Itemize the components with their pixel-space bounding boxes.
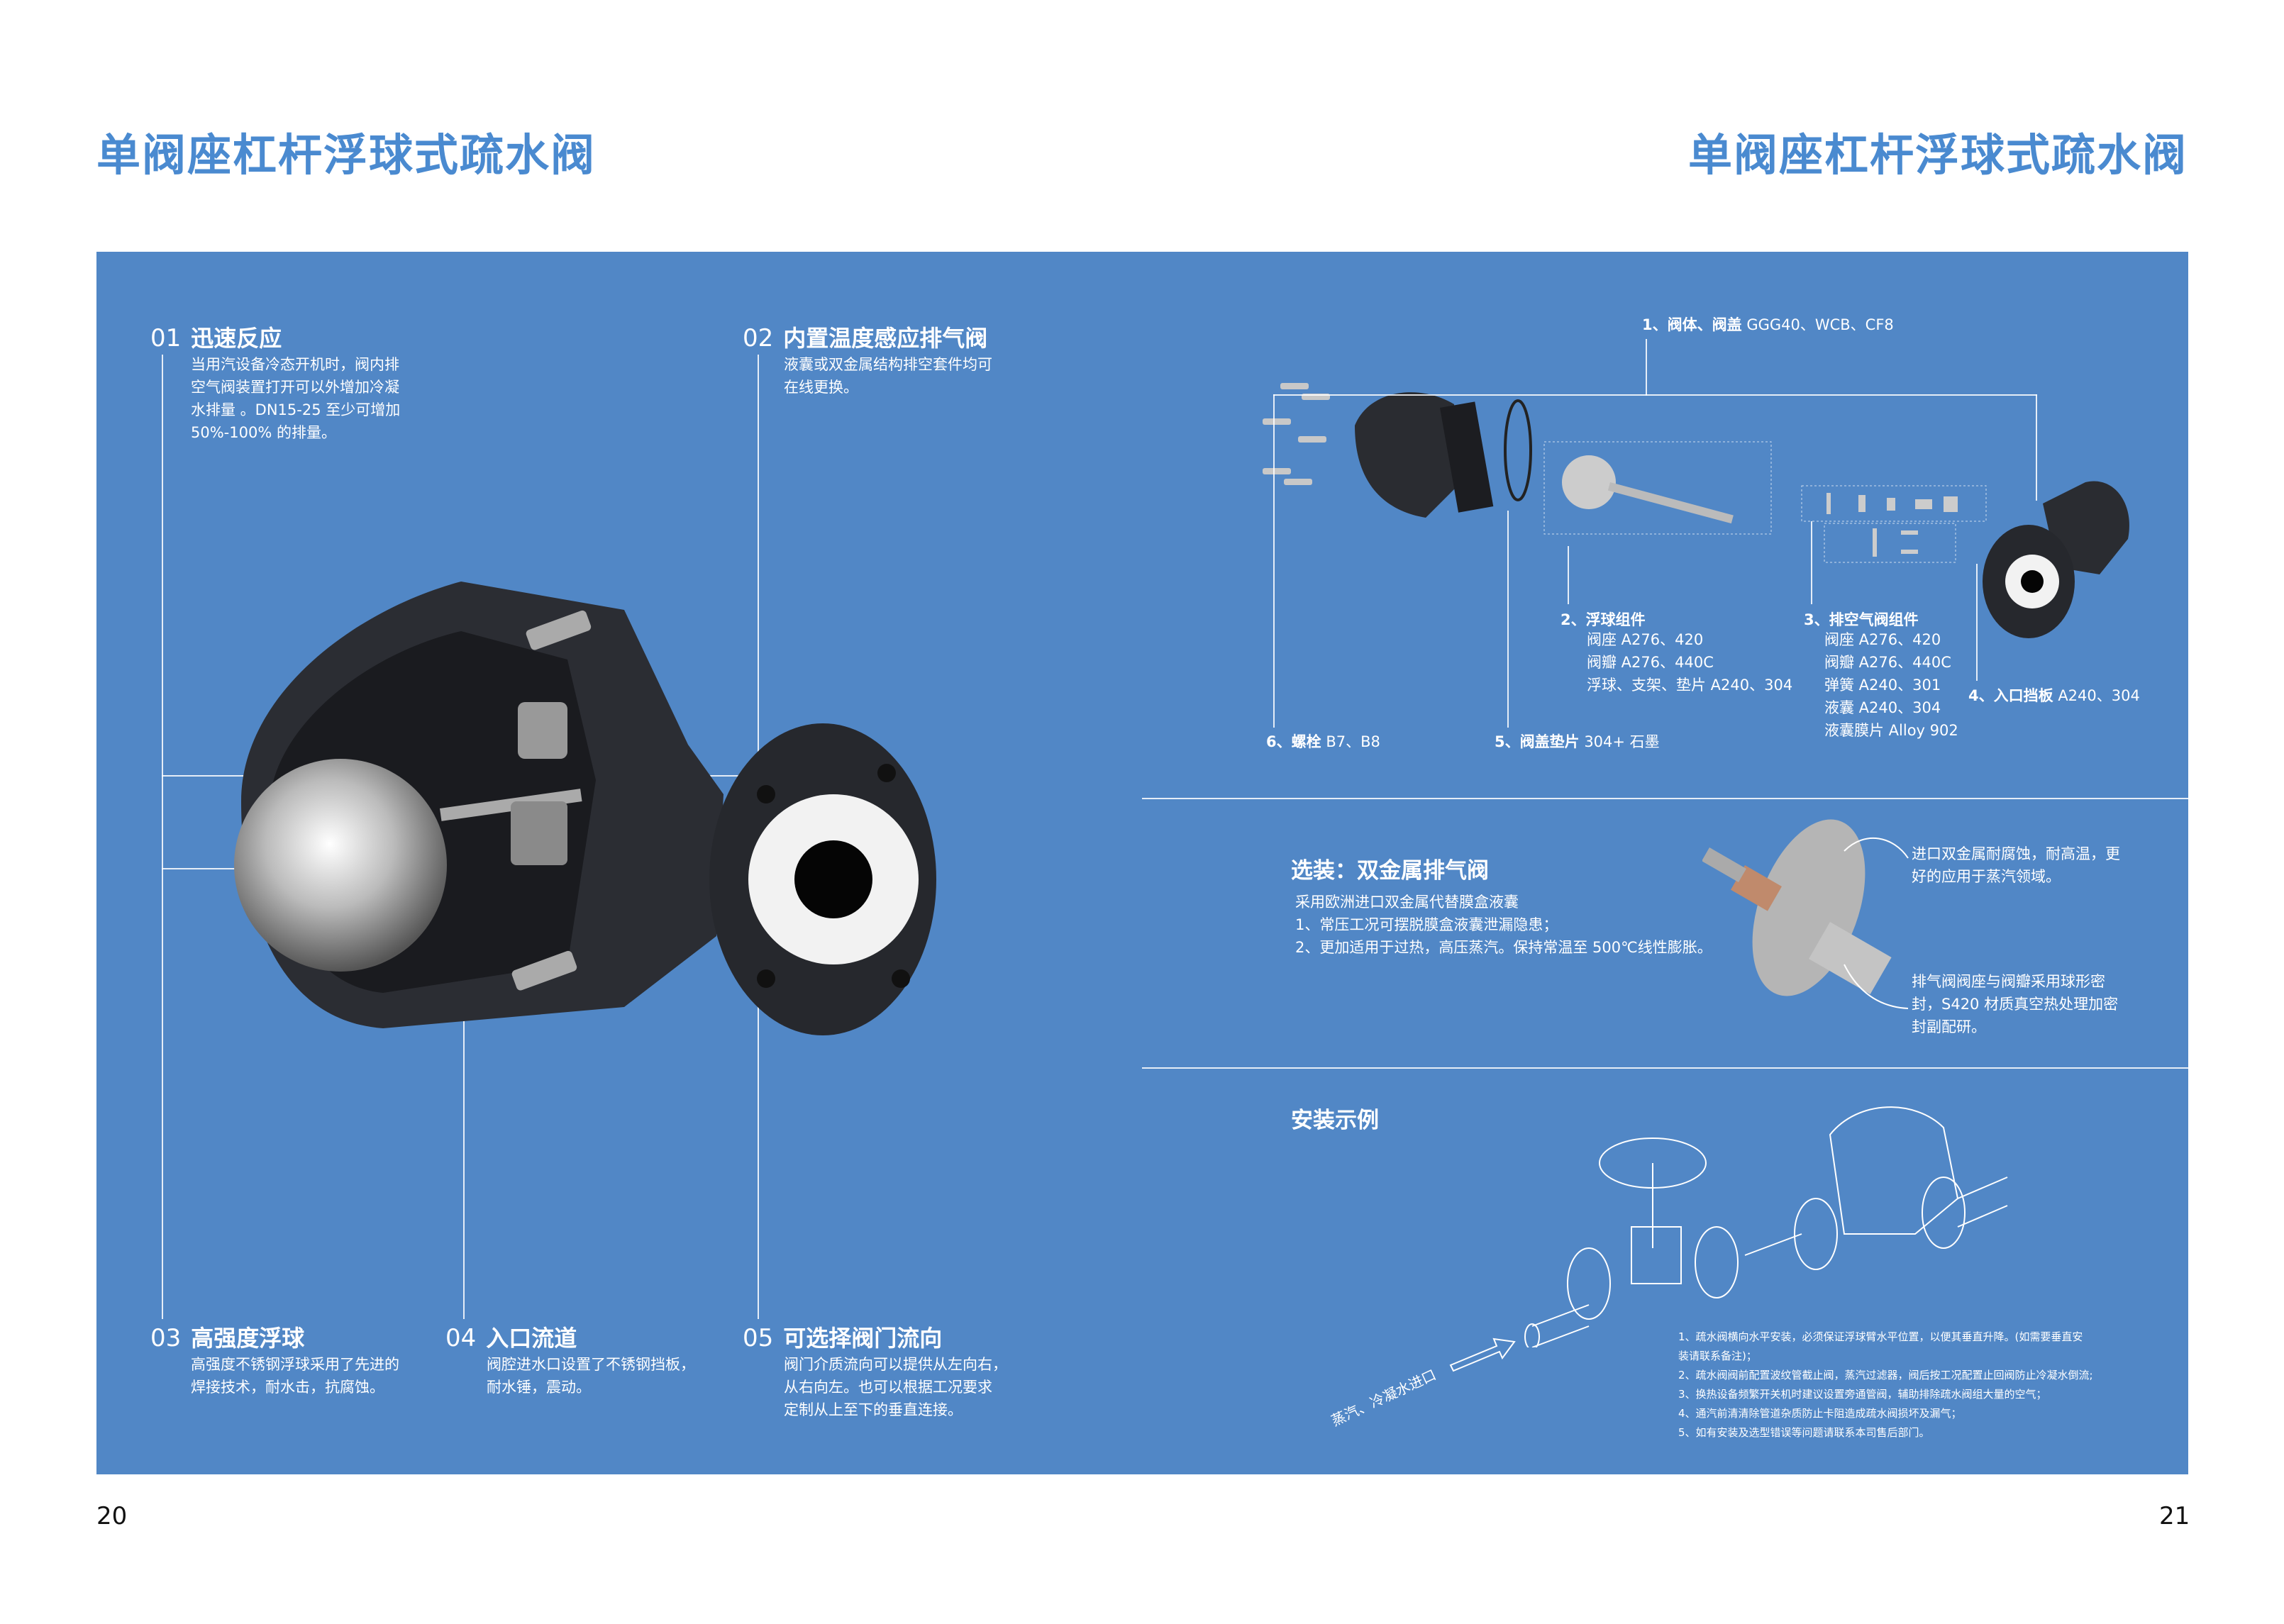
page-title-left: 单阀座杠杆浮球式疏水阀 <box>96 129 597 181</box>
part-2-label: 2、浮球组件 <box>1560 611 1646 628</box>
leader-line <box>2036 394 2037 501</box>
feature-04-text: 阀腔进水口设置了不锈钢挡板，耐水锤，震动。 <box>487 1356 695 1396</box>
leader-line <box>1976 564 1978 681</box>
flow-arrow-icon <box>1449 1337 1516 1372</box>
installation-diagram <box>1524 1106 2008 1347</box>
part-3-label: 3、排空气阀组件 <box>1804 611 1919 628</box>
install-title: 安装示例 <box>1291 1108 1379 1133</box>
part-6-label: 6、螺栓 B7、B8 <box>1266 733 1380 750</box>
leader-line <box>1273 394 1275 728</box>
feature-03-text: 高强度不锈钢浮球采用了先进的焊接技术，耐水击，抗腐蚀。 <box>191 1356 399 1396</box>
leader-line <box>463 845 465 1319</box>
seat-callout: 排气阀阀座与阀瓣采用球形密封，S420 材质真空热处理加密封副配研。 <box>1912 973 2119 1035</box>
leader-line <box>1646 339 1647 396</box>
exploded-parts-image <box>1263 383 2129 638</box>
leader-line <box>1273 394 2037 396</box>
page-title-right: 单阀座杠杆浮球式疏水阀 <box>1688 129 2188 181</box>
part-4-label: 4、入口挡板 A240、304 <box>1968 687 2140 704</box>
feature-05-text: 阀门介质流向可以提供从左向右，从右向左。也可以根据工况要求定制从上至下的垂直连接… <box>784 1356 1007 1418</box>
option-title: 选装：双金属排气阀 <box>1291 858 1489 884</box>
install-notes: 1、疏水阀横向水平安装，必须保证浮球臂水平位置，以便其垂直升降。(如需要垂直安装… <box>1678 1330 2093 1439</box>
valve-cutaway-image <box>234 582 936 1035</box>
feature-02-text: 液囊或双金属结构排空套件均可在线更换。 <box>784 356 992 396</box>
page-number-left: 20 <box>96 1502 128 1530</box>
leader-line <box>1507 511 1509 728</box>
section-divider <box>1142 798 2188 799</box>
feature-01-text: 当用汽设备冷态开机时，阀内排空气阀装置打开可以外增加冷凝水排量 。DN15-25… <box>191 356 401 441</box>
part-1-label: 1、阀体、阀盖 GGG40、WCB、CF8 <box>1642 316 1894 333</box>
bimetal-vent-image <box>1702 819 1909 1009</box>
leader-line <box>1568 546 1569 604</box>
leader-line <box>162 355 163 1319</box>
bimetal-callout: 进口双金属耐腐蚀，耐高温，更好的应用于蒸汽领域。 <box>1912 845 2120 885</box>
page-number-right: 21 <box>2159 1502 2190 1530</box>
part-5-label: 5、阀盖垫片 304+ 石墨 <box>1495 733 1660 750</box>
section-divider <box>1142 1067 2188 1069</box>
leader-line <box>1811 521 1812 604</box>
